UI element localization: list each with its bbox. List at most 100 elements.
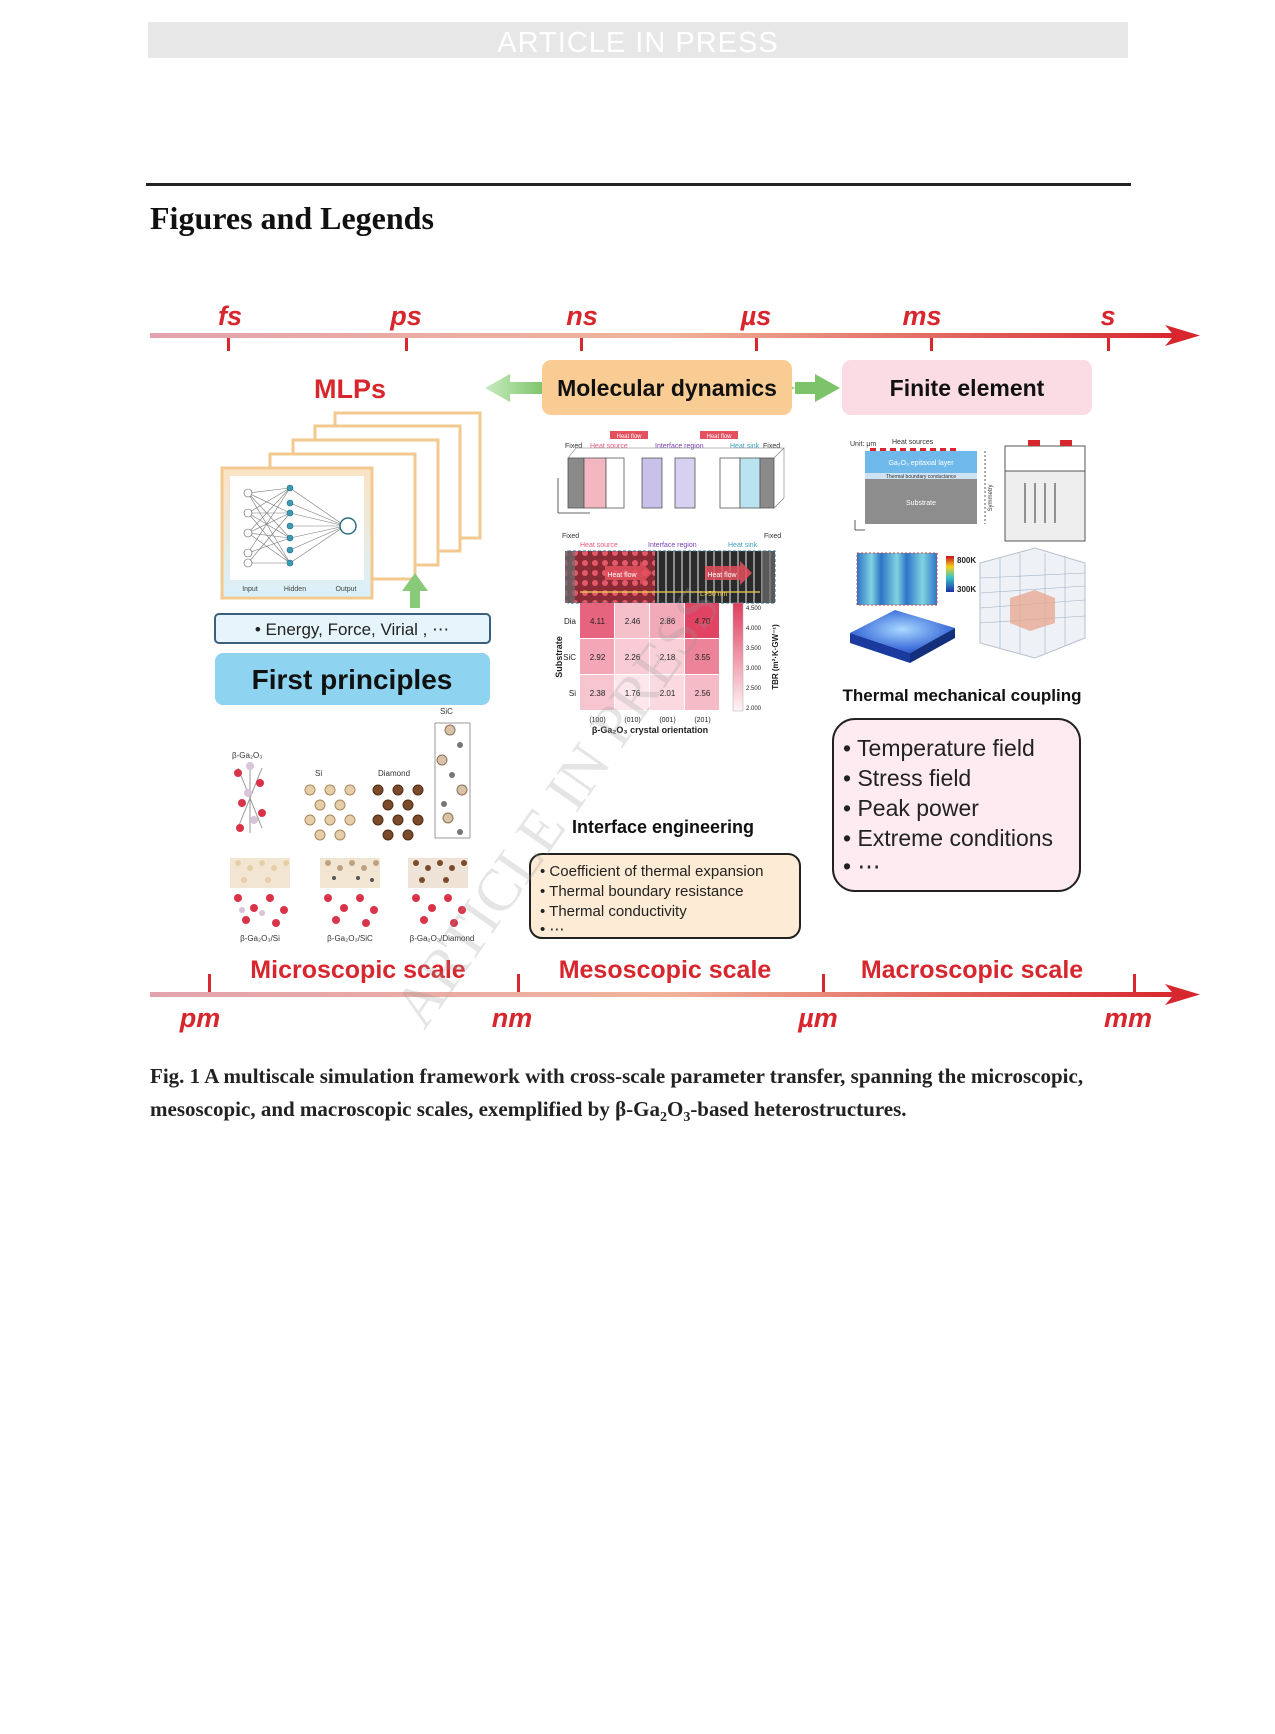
heatmap-row-label: Dia bbox=[564, 617, 577, 626]
heatmap-value: 2.92 bbox=[590, 653, 606, 662]
svg-text:Heat sources: Heat sources bbox=[892, 439, 934, 446]
svg-text:L>50 nm: L>50 nm bbox=[700, 591, 728, 598]
diamond-structure bbox=[372, 784, 424, 841]
scale-label-micro: Microscopic scale bbox=[250, 956, 465, 984]
heatmap-value: 4.11 bbox=[590, 617, 606, 626]
heatmap-value: 3.55 bbox=[695, 653, 711, 662]
heatmap-cell bbox=[685, 675, 719, 710]
structure-label: Diamond bbox=[378, 769, 410, 778]
heatmap-value: 2.56 bbox=[695, 689, 711, 698]
heatmap-colorbar bbox=[732, 602, 744, 712]
heatmap-cell bbox=[650, 639, 684, 674]
fe-title: Finite element bbox=[890, 375, 1045, 401]
md-bullet: • Thermal conductivity bbox=[540, 903, 687, 920]
fe-bullet: • Stress field bbox=[843, 765, 971, 791]
neural-network-icon bbox=[243, 484, 357, 568]
svg-text:Heat flow: Heat flow bbox=[707, 572, 737, 579]
interface-label: β-Ga₂O₃/Diamond bbox=[410, 934, 475, 943]
heatmap-value: 2.46 bbox=[625, 617, 641, 626]
length-tick-label: µm bbox=[797, 1003, 838, 1033]
interface-label: β-Ga₂O₃/SiC bbox=[327, 934, 373, 943]
heatmap-cell bbox=[615, 603, 649, 638]
length-tick-label: pm bbox=[179, 1003, 221, 1033]
section-title: Figures and Legends bbox=[150, 200, 434, 236]
heatmap-cell bbox=[685, 639, 719, 674]
heatmap-cell bbox=[615, 639, 649, 674]
heatmap-cell bbox=[650, 675, 684, 710]
fe-device-cross-section: Unit: μm Heat sources Ga₂O₃ epitaxial la… bbox=[850, 439, 994, 531]
md-title-box bbox=[542, 360, 792, 415]
length-axis-line bbox=[150, 992, 1180, 997]
md-bullet: • ⋯ bbox=[540, 921, 564, 938]
heatmap-colorbar-tick: 2.000 bbox=[746, 706, 762, 712]
heatmap-value: 4.70 bbox=[695, 617, 711, 626]
fe-top-view bbox=[1004, 440, 1086, 542]
length-tick-label: nm bbox=[492, 1003, 533, 1033]
heatmap-row-label: SiC bbox=[563, 653, 576, 662]
md-bullet: • Thermal boundary resistance bbox=[540, 883, 743, 900]
mlp-layer-label: Input bbox=[242, 586, 258, 593]
heatmap-col-label: (001) bbox=[659, 717, 675, 724]
heatmap-cell bbox=[650, 603, 684, 638]
svg-text:Interface region: Interface region bbox=[655, 443, 704, 450]
heatmap-colorbar-tick: 4.000 bbox=[746, 626, 762, 632]
mlp-layer-label: Hidden bbox=[284, 586, 306, 593]
si-structure bbox=[304, 784, 356, 841]
fe-colorbar-max: 800K bbox=[957, 556, 976, 565]
md-section: Molecular dynamics Fixed Heat source Int… bbox=[485, 360, 840, 939]
heatmap-col-label: (100) bbox=[589, 717, 605, 724]
interface-label: β-Ga₂O₃/Si bbox=[240, 934, 280, 943]
figure-caption: Fig. 1 A multiscale simulation framework… bbox=[150, 1064, 1084, 1126]
banner-text: ARTICLE IN PRESS bbox=[497, 27, 779, 59]
heatmap-value: 2.18 bbox=[660, 653, 676, 662]
caption-label: Fig. 1 bbox=[150, 1064, 201, 1088]
fe-bullets-box bbox=[832, 718, 1081, 892]
fe-colorbar bbox=[946, 556, 954, 592]
sic-structure bbox=[434, 722, 471, 839]
fe-bullet: • Peak power bbox=[843, 795, 979, 821]
ga2o3-structure bbox=[234, 762, 266, 833]
time-axis: fs ps ns µs ms s bbox=[150, 301, 1200, 351]
heatmap-value: 2.01 bbox=[660, 689, 676, 698]
length-axis-arrowhead bbox=[1165, 984, 1200, 1005]
interface-structure bbox=[320, 858, 380, 927]
fe-title-box bbox=[842, 360, 1092, 415]
caption-text: A multiscale simulation framework with c… bbox=[150, 1064, 1084, 1121]
interface-structure bbox=[408, 858, 468, 927]
heatmap-xlabel: β-Ga₂O₃ crystal orientation bbox=[592, 725, 708, 735]
heatmap-value: 2.86 bbox=[660, 617, 676, 626]
heatmap-cell bbox=[615, 675, 649, 710]
md-bullets-box bbox=[529, 853, 801, 939]
heatmap-value: 2.38 bbox=[590, 689, 606, 698]
first-principles-box bbox=[215, 653, 490, 705]
fe-bullet: • Temperature field bbox=[843, 735, 1035, 761]
heatmap-colorbar-label: TBR (m²·K·GW⁻¹) bbox=[771, 624, 780, 690]
header-rule bbox=[146, 183, 1131, 186]
heatmap-ylabel: Substrate bbox=[554, 636, 564, 678]
md-subtitle: Interface engineering bbox=[572, 817, 754, 837]
interface-structure bbox=[230, 858, 290, 927]
scale-label-meso: Mesoscopic scale bbox=[559, 956, 772, 984]
length-axis: pm nm µm mm Microscopic scale Mesoscopic… bbox=[150, 956, 1200, 1033]
heatmap-cell bbox=[580, 675, 614, 710]
heatmap-colorbar-tick: 4.500 bbox=[746, 606, 762, 612]
svg-text:Heat source: Heat source bbox=[580, 542, 618, 549]
heatmap-colorbar-tick: 3.000 bbox=[746, 666, 762, 672]
fe-bullet: • ⋯ bbox=[843, 853, 880, 879]
fe-temperature-map bbox=[856, 552, 938, 606]
svg-text:Heat flow: Heat flow bbox=[616, 434, 642, 440]
structure-label: β-Ga₂O₃ bbox=[232, 751, 263, 760]
time-tick-label: ns bbox=[566, 301, 598, 331]
structure-label: Si bbox=[315, 769, 322, 778]
right-arrow-icon bbox=[795, 374, 840, 402]
md-title: Molecular dynamics bbox=[557, 375, 777, 401]
svg-text:Heat sink: Heat sink bbox=[730, 443, 760, 450]
fe-section: Finite element Unit: μm Heat sources Ga₂… bbox=[832, 360, 1092, 892]
article-in-press-banner: ARTICLE IN PRESS bbox=[148, 22, 1128, 59]
svg-text:Fixed: Fixed bbox=[764, 533, 781, 540]
svg-text:Substrate: Substrate bbox=[906, 500, 936, 507]
heatmap-col-label: (010) bbox=[624, 717, 640, 724]
svg-text:Fixed: Fixed bbox=[763, 443, 780, 450]
fe-3d-plate bbox=[850, 610, 955, 663]
